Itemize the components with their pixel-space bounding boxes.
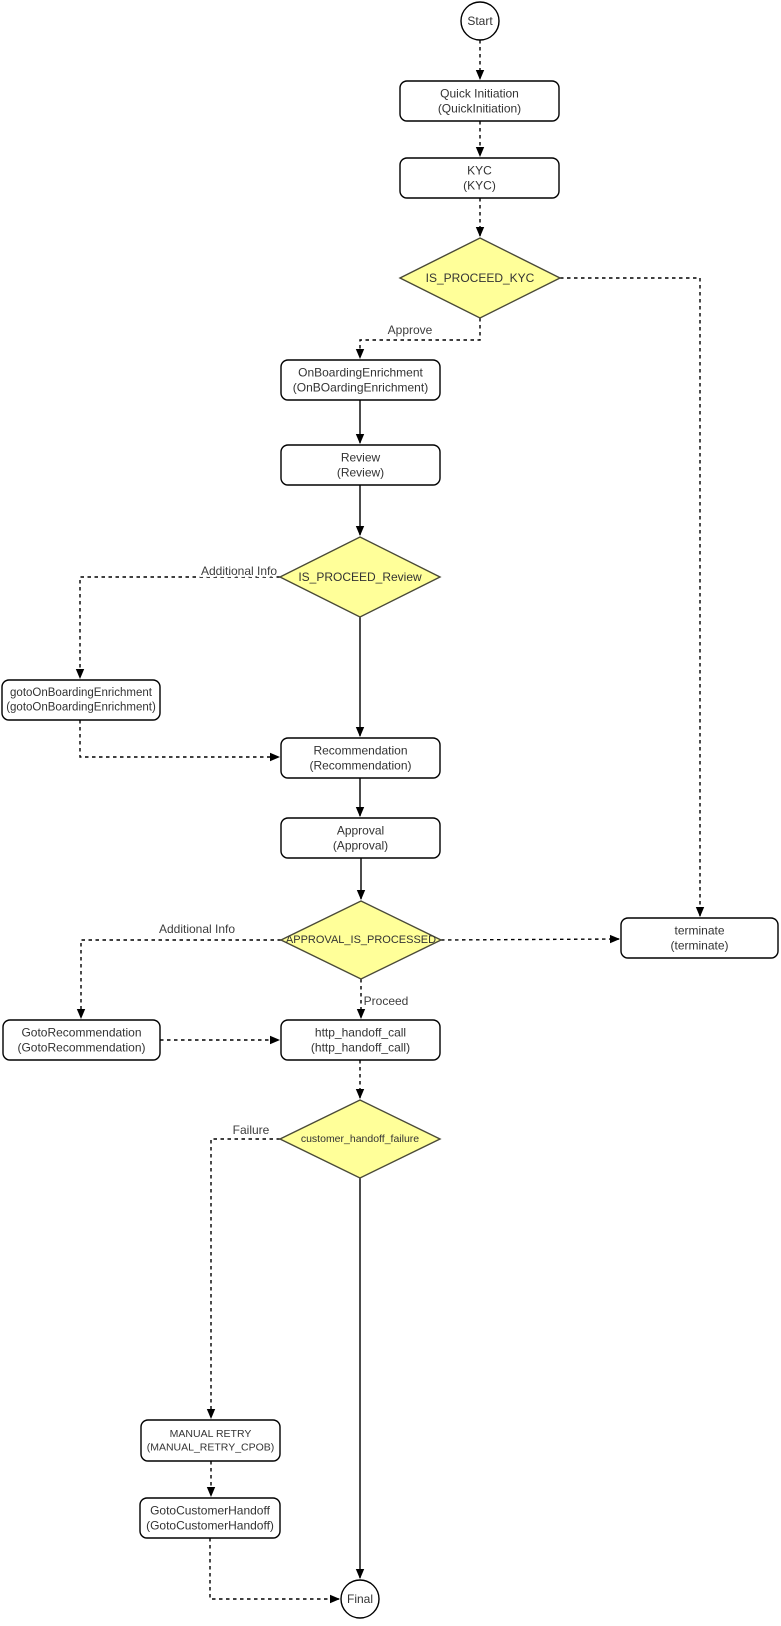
- edge-label-approval_is_processed-to-http_handoff_call: Proceed: [364, 994, 409, 1008]
- start-label: Start: [467, 14, 493, 28]
- terminate-label-line-2: (terminate): [670, 939, 728, 953]
- http_handoff_call-box-shape: [280, 1019, 441, 1061]
- goto_recommendation-box-shape: [2, 1019, 161, 1061]
- http_handoff_call-label-line-2: (http_handoff_call): [311, 1041, 410, 1055]
- node-goto_customer_handoff: GotoCustomerHandoff(GotoCustomerHandoff): [139, 1497, 281, 1539]
- is_proceed_review-diamond-shape: [278, 536, 442, 618]
- edge-approval_is_processed-to-terminate: [440, 934, 620, 944]
- node-review: Review(Review): [280, 444, 441, 486]
- start-circle-shape: [460, 1, 500, 41]
- edge-customer_handoff_failure-to-manual_retry: [206, 1138, 280, 1419]
- is_proceed_review-label: IS_PROCEED_Review: [298, 570, 422, 584]
- onboarding_enrichment-label-line-2: (OnBOardingEnrichment): [293, 381, 428, 395]
- edge-goto_onboarding_enrichment-to-recommendation: [79, 720, 280, 762]
- kyc-box-shape: [399, 157, 560, 199]
- node-approval_is_processed: APPROVAL_IS_PROCESSED: [279, 900, 443, 980]
- edge-label-is_proceed_kyc-to-onboarding_enrichment: Approve: [388, 323, 433, 337]
- approval-box-shape: [280, 817, 441, 859]
- goto_customer_handoff-box-shape: [139, 1497, 281, 1539]
- node-quick_initiation: Quick Initiation(QuickInitiation): [399, 80, 560, 122]
- recommendation-label-line-2: (Recommendation): [309, 759, 411, 773]
- review-label-line-2: (Review): [337, 466, 384, 480]
- onboarding_enrichment-box-shape: [280, 359, 441, 401]
- manual_retry-label-line-2: (MANUAL_RETRY_CPOB): [147, 1441, 275, 1453]
- terminate-label-line-1: terminate: [674, 924, 724, 938]
- final-circle-shape: [340, 1579, 380, 1619]
- quick_initiation-label-line-2: (QuickInitiation): [438, 102, 521, 116]
- edges-layer: [75, 40, 705, 1604]
- approval_is_processed-label: APPROVAL_IS_PROCESSED: [286, 934, 436, 946]
- node-start: Start: [460, 1, 500, 41]
- node-http_handoff_call: http_handoff_call(http_handoff_call): [280, 1019, 441, 1061]
- final-label: Final: [347, 1592, 373, 1606]
- goto_recommendation-label-line-1: GotoRecommendation: [21, 1026, 141, 1040]
- is_proceed_kyc-diamond-shape: [398, 237, 562, 319]
- node-kyc: KYC(KYC): [399, 157, 560, 199]
- kyc-label-line-1: KYC: [467, 164, 492, 178]
- node-terminate: terminate(terminate): [620, 917, 779, 959]
- edge-label-approval_is_processed-to-goto_recommendation: Additional Info: [159, 922, 235, 936]
- edge-is_proceed_review-to-goto_onboarding_enrichment: [75, 576, 280, 679]
- kyc-label-line-2: (KYC): [463, 179, 496, 193]
- is_proceed_kyc-label: IS_PROCEED_KYC: [426, 271, 535, 285]
- goto_recommendation-label-line-2: (GotoRecommendation): [17, 1041, 145, 1055]
- node-is_proceed_kyc: IS_PROCEED_KYC: [398, 237, 562, 319]
- quick_initiation-label-line-1: Quick Initiation: [440, 87, 519, 101]
- terminate-box-shape: [620, 917, 779, 959]
- goto_onboarding_enrichment-label-line-2: (gotoOnBoardingEnrichment): [6, 701, 156, 713]
- quick_initiation-box-shape: [399, 80, 560, 122]
- edge-label-customer_handoff_failure-to-manual_retry: Failure: [233, 1123, 270, 1137]
- manual_retry-label-line-1: MANUAL RETRY: [170, 1428, 252, 1440]
- node-customer_handoff_failure: customer_handoff_failure: [278, 1099, 442, 1179]
- goto_customer_handoff-label-line-2: (GotoCustomerHandoff): [146, 1519, 274, 1533]
- http_handoff_call-label-line-1: http_handoff_call: [315, 1026, 406, 1040]
- review-label-line-1: Review: [341, 451, 381, 465]
- recommendation-label-line-1: Recommendation: [313, 744, 407, 758]
- customer_handoff_failure-label: customer_handoff_failure: [301, 1133, 419, 1145]
- node-goto_onboarding_enrichment: gotoOnBoardingEnrichment (gotoOnBoardingE…: [1, 679, 161, 721]
- approval-label-line-2: (Approval): [333, 839, 388, 853]
- manual_retry-box-shape: [140, 1419, 281, 1462]
- approval_is_processed-diamond-shape: [279, 900, 443, 980]
- onboarding_enrichment-label-line-1: OnBoardingEnrichment: [298, 366, 423, 380]
- node-manual_retry: MANUAL RETRY(MANUAL_RETRY_CPOB): [140, 1419, 281, 1462]
- node-is_proceed_review: IS_PROCEED_Review: [278, 536, 442, 618]
- node-goto_recommendation: GotoRecommendation(GotoRecommendation): [2, 1019, 161, 1061]
- goto_onboarding_enrichment-box-shape: [1, 679, 161, 721]
- recommendation-box-shape: [280, 737, 441, 779]
- customer_handoff_failure-diamond-shape: [278, 1099, 442, 1179]
- edge-goto_customer_handoff-to-final: [209, 1538, 340, 1604]
- edge-approval_is_processed-to-goto_recommendation: [76, 939, 281, 1019]
- approval-label-line-1: Approval: [337, 824, 384, 838]
- goto_customer_handoff-label-line-1: GotoCustomerHandoff: [150, 1504, 271, 1518]
- edge-is_proceed_kyc-to-terminate: [560, 277, 705, 917]
- edge-label-is_proceed_review-to-goto_onboarding_enrichment: Additional Info: [201, 564, 277, 578]
- node-approval: Approval(Approval): [280, 817, 441, 859]
- node-final: Final: [340, 1579, 380, 1619]
- review-box-shape: [280, 444, 441, 486]
- goto_onboarding_enrichment-label-line-1: gotoOnBoardingEnrichment: [10, 687, 153, 699]
- node-recommendation: Recommendation(Recommendation): [280, 737, 441, 779]
- node-onboarding_enrichment: OnBoardingEnrichment(OnBOardingEnrichmen…: [280, 359, 441, 401]
